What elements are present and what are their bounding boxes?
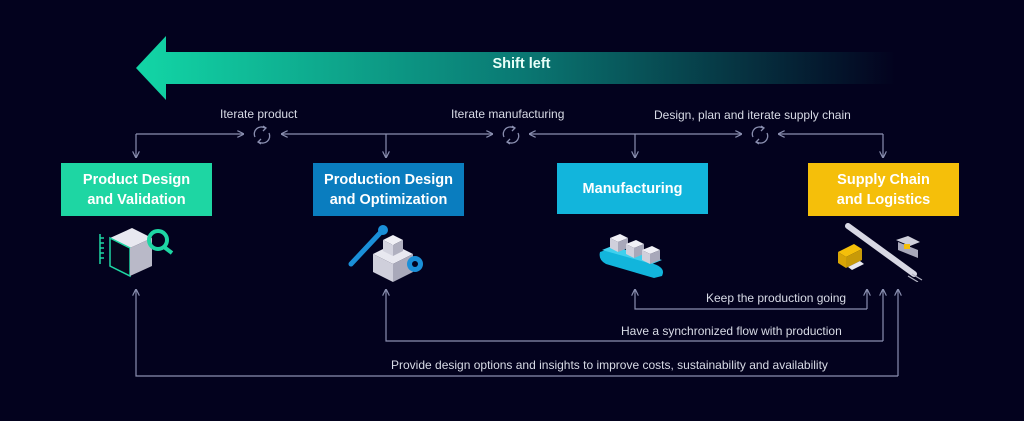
stage-manufacturing: Manufacturing xyxy=(557,163,708,214)
conveyor-belt-icon xyxy=(599,234,663,278)
truck-train-ship-icon xyxy=(838,223,923,282)
stage-product-design: Product Design and Validation xyxy=(61,163,212,216)
stage-title-line2: and Optimization xyxy=(329,191,448,208)
stage-title-line1: Supply Chain xyxy=(837,171,930,188)
iterate-manufacturing-label: Iterate manufacturing xyxy=(451,107,565,121)
shift-left-label: Shift left xyxy=(492,56,551,72)
shift-left-arrow xyxy=(136,36,896,100)
stage-title-line1: Manufacturing xyxy=(582,180,683,197)
keep-production-going-label: Keep the production going xyxy=(706,291,847,305)
stage-title-line2: and Validation xyxy=(87,191,186,208)
synchronized-flow-label: Have a synchronized flow with production xyxy=(621,324,842,338)
iterate-product-label: Iterate product xyxy=(220,107,298,121)
stage-title-line1: Production Design xyxy=(324,171,453,188)
iterate-supply-chain-label: Design, plan and iterate supply chain xyxy=(654,108,851,122)
cycle-icon xyxy=(502,125,520,145)
stage-title-line2: and Logistics xyxy=(836,191,931,208)
design-options-insights-label: Provide design options and insights to i… xyxy=(391,358,828,372)
cube-wrench-gear-icon xyxy=(348,225,423,282)
cycle-icon xyxy=(253,125,271,145)
stage-production-design: Production Design and Optimization xyxy=(313,163,464,216)
stage-title-line1: Product Design xyxy=(82,171,191,188)
stage-supply-chain: Supply Chain and Logistics xyxy=(808,163,959,216)
cycle-icon xyxy=(751,125,769,145)
cube-magnifier-icon xyxy=(99,228,174,278)
